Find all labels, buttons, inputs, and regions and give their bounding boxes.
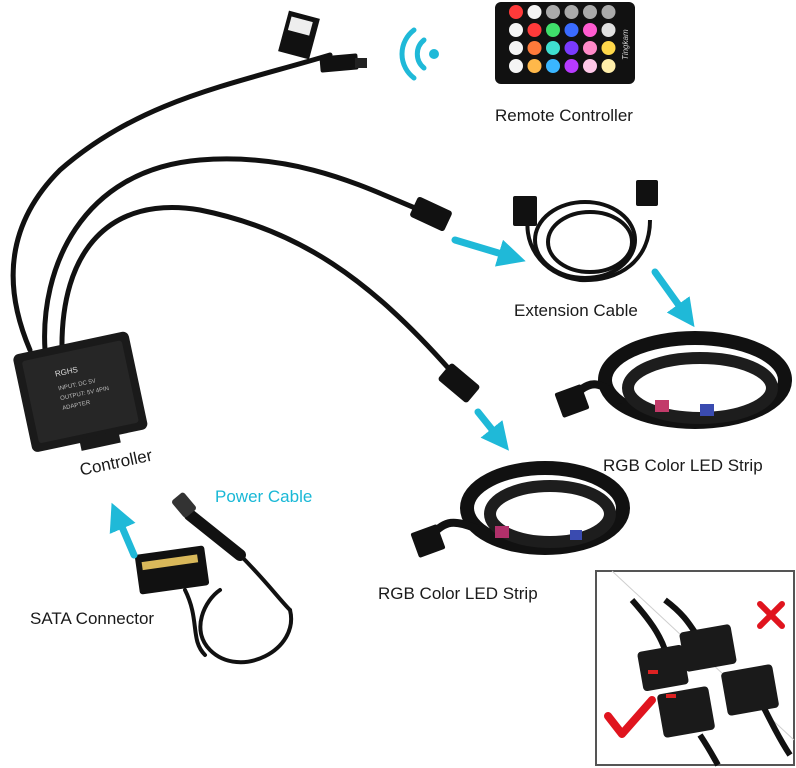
flow-arrows	[109, 236, 695, 559]
remote-button	[583, 23, 597, 37]
ir-receiver	[278, 10, 367, 73]
controller-box: RGHS INPUT: DC 5V OUTPUT: 5V 4PIN ADAPTE…	[13, 331, 148, 452]
label-remote-controller: Remote Controller	[495, 106, 633, 125]
remote-button	[527, 41, 542, 55]
label-rgb-strip-1: RGB Color LED Strip	[603, 456, 763, 475]
remote-button	[527, 5, 542, 19]
remote-button	[509, 59, 523, 73]
connector-strip	[438, 363, 480, 403]
remote-button	[564, 41, 579, 55]
led-strip-2	[410, 461, 630, 558]
sata-connector	[134, 545, 210, 595]
led-strip-1	[554, 331, 792, 429]
remote-controller: Tingkam	[495, 2, 635, 84]
cross-icon	[757, 601, 785, 629]
remote-button	[546, 5, 560, 19]
arrow-to-extension	[451, 236, 526, 267]
remote-button	[601, 5, 616, 19]
connection-inset	[595, 570, 795, 767]
controller-cables	[10, 52, 453, 373]
remote-button	[509, 23, 523, 37]
remote-button	[583, 5, 597, 19]
label-power-cable: Power Cable	[215, 487, 313, 506]
checkmark-icon	[604, 696, 656, 738]
remote-button	[601, 23, 616, 37]
remote-button	[601, 41, 616, 55]
wireless-signal-icon	[399, 27, 439, 81]
remote-button	[527, 59, 542, 73]
arrow-to-strip-1	[651, 268, 695, 328]
arrow-to-controller	[109, 502, 138, 559]
remote-button	[564, 59, 579, 73]
label-sata-connector: SATA Connector	[30, 609, 155, 628]
label-rgb-strip-2: RGB Color LED Strip	[378, 584, 538, 603]
remote-button	[564, 5, 579, 19]
remote-brand: Tingkam	[621, 29, 630, 60]
remote-button	[546, 59, 560, 73]
remote-button	[546, 23, 560, 37]
remote-button	[509, 41, 523, 55]
remote-button	[564, 23, 579, 37]
remote-button	[583, 59, 597, 73]
connector-extension	[410, 196, 452, 232]
remote-button	[509, 5, 523, 19]
power-cable	[172, 492, 294, 665]
remote-button	[527, 23, 542, 37]
arrow-to-strip-2	[474, 408, 509, 451]
extension-cable	[513, 180, 658, 283]
remote-button	[583, 41, 597, 55]
label-extension-cable: Extension Cable	[514, 301, 638, 320]
controller-spec-line: ADAPTER	[62, 400, 92, 412]
remote-button	[601, 59, 616, 73]
remote-button	[546, 41, 560, 55]
